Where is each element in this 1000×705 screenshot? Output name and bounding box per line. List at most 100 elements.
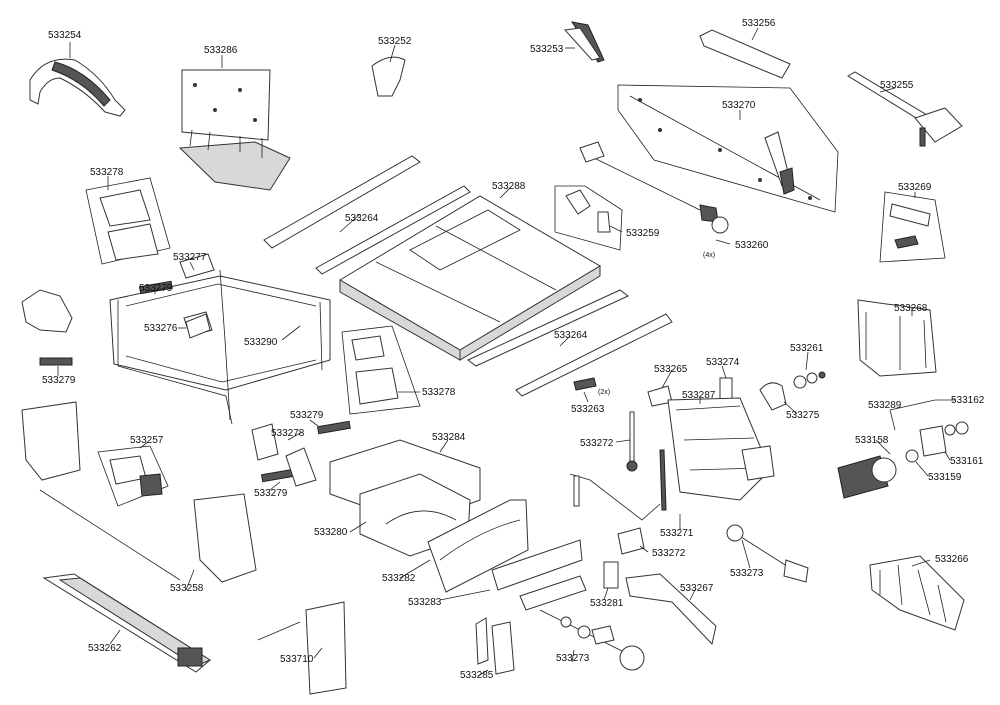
foot-bracket-group-2 <box>341 325 421 415</box>
part-label: 533265 <box>654 364 688 375</box>
motor-part <box>837 455 897 499</box>
foot-part-left <box>21 289 73 333</box>
quantity-note: (4x) <box>703 252 715 259</box>
rubber-pad-4 <box>260 468 295 483</box>
part-label: 533287 <box>682 390 716 401</box>
part-label: 533263 <box>571 404 605 415</box>
bracket-533276 <box>185 313 211 339</box>
rear-guard-part <box>857 299 937 377</box>
part-label: 533285 <box>460 670 494 681</box>
shaft-part-533273-right <box>726 524 809 583</box>
part-label: 533158 <box>855 435 889 446</box>
rod-part-533271 <box>569 449 667 521</box>
part-label: 533272 <box>580 438 614 449</box>
part-labels: 533254 533286 533252 533253 533256 53325… <box>42 18 985 681</box>
block-part-533272 <box>617 527 645 555</box>
part-label: 533270 <box>722 100 756 111</box>
part-label: 533281 <box>590 598 624 609</box>
part-label: 533272 <box>652 548 686 559</box>
part-label: 533258 <box>170 583 204 594</box>
part-label: 533256 <box>742 18 776 29</box>
switch-part-533285 <box>475 617 515 675</box>
rail-top <box>263 155 471 275</box>
part-label: 533161 <box>950 456 984 467</box>
part-label: 533162 <box>951 395 985 406</box>
part-label: 533257 <box>130 435 164 446</box>
part-label: 533266 <box>935 554 969 565</box>
part-label: 533262 <box>88 643 122 654</box>
part-label: 533288 <box>492 181 526 192</box>
part-label: 533278 <box>422 387 456 398</box>
rip-fence-part <box>42 573 212 673</box>
part-label: 533254 <box>48 30 82 41</box>
push-stick-part <box>699 29 791 79</box>
part-label: 533159 <box>928 472 962 483</box>
part-label: 533289 <box>868 400 902 411</box>
part-label: 533271 <box>660 528 694 539</box>
part-label: 533273 <box>730 568 764 579</box>
clamp-part-533259 <box>554 185 623 251</box>
rubber-pad-1 <box>138 280 173 295</box>
part-label: 533286 <box>204 45 238 56</box>
rail-bottom <box>467 289 673 397</box>
trunnion-part <box>667 397 775 501</box>
dust-chute-part <box>869 555 965 631</box>
part-label: 533284 <box>432 432 466 443</box>
part-label: 533253 <box>530 44 564 55</box>
part-label: 533279 <box>290 410 324 421</box>
blade-guard-rail-part <box>491 539 587 611</box>
part-label: 533261 <box>790 343 824 354</box>
pin-part-533272 <box>626 411 638 472</box>
washer-set-533261 <box>793 371 826 389</box>
gear-part-533161 <box>905 425 947 463</box>
part-label: 533252 <box>378 36 412 47</box>
part-label: 533278 <box>271 428 305 439</box>
part-label: 533264 <box>345 213 379 224</box>
part-label: 533273 <box>556 653 590 664</box>
stand-frame <box>109 253 331 425</box>
handle-part-533281 <box>603 561 619 589</box>
part-label: 533267 <box>680 583 714 594</box>
part-label: 533275 <box>786 410 820 421</box>
part-label: 533282 <box>382 573 416 584</box>
gear-part-533162 <box>944 421 969 436</box>
leader-lines <box>57 27 955 677</box>
miter-gauge-part <box>847 71 963 147</box>
part-label: 533276 <box>144 323 178 334</box>
housing-part-533258 <box>21 401 257 583</box>
wrench-part <box>563 21 605 63</box>
bracket-part-533252 <box>371 56 406 97</box>
part-label: 533279 <box>139 283 173 294</box>
part-label: 533269 <box>898 182 932 193</box>
foot-bracket-group-1 <box>85 177 171 265</box>
clip-part-533263 <box>573 377 597 391</box>
part-label: 533280 <box>314 527 348 538</box>
wheel-assembly-533273 <box>539 609 645 671</box>
fence-rod-part <box>579 141 729 234</box>
rubber-pad-2 <box>39 357 73 366</box>
part-label: 533259 <box>626 228 660 239</box>
part-label: 533290 <box>244 337 278 348</box>
part-label: 533710 <box>280 654 314 665</box>
table-top <box>339 195 601 361</box>
fence-lock-assembly <box>617 84 839 213</box>
level-part <box>879 191 946 263</box>
part-label: 533283 <box>408 597 442 608</box>
riving-knife-part <box>427 499 529 593</box>
part-label: 533260 <box>735 240 769 251</box>
rubber-pad-3 <box>316 420 351 435</box>
handle-part-533267 <box>625 573 717 646</box>
part-label: 533277 <box>173 252 207 263</box>
part-label: 533279 <box>42 375 76 386</box>
foot-bracket-group-3 <box>251 423 317 487</box>
part-label: 533279 <box>254 488 288 499</box>
quantity-note: (2x) <box>598 389 610 396</box>
part-label: 533278 <box>90 167 124 178</box>
blade-guard-part <box>29 58 126 117</box>
part-label: 533264 <box>554 330 588 341</box>
base-plate-part <box>178 69 291 191</box>
part-label: 533255 <box>880 80 914 91</box>
board-part-533710 <box>257 601 347 695</box>
switch-box-part <box>97 445 169 507</box>
